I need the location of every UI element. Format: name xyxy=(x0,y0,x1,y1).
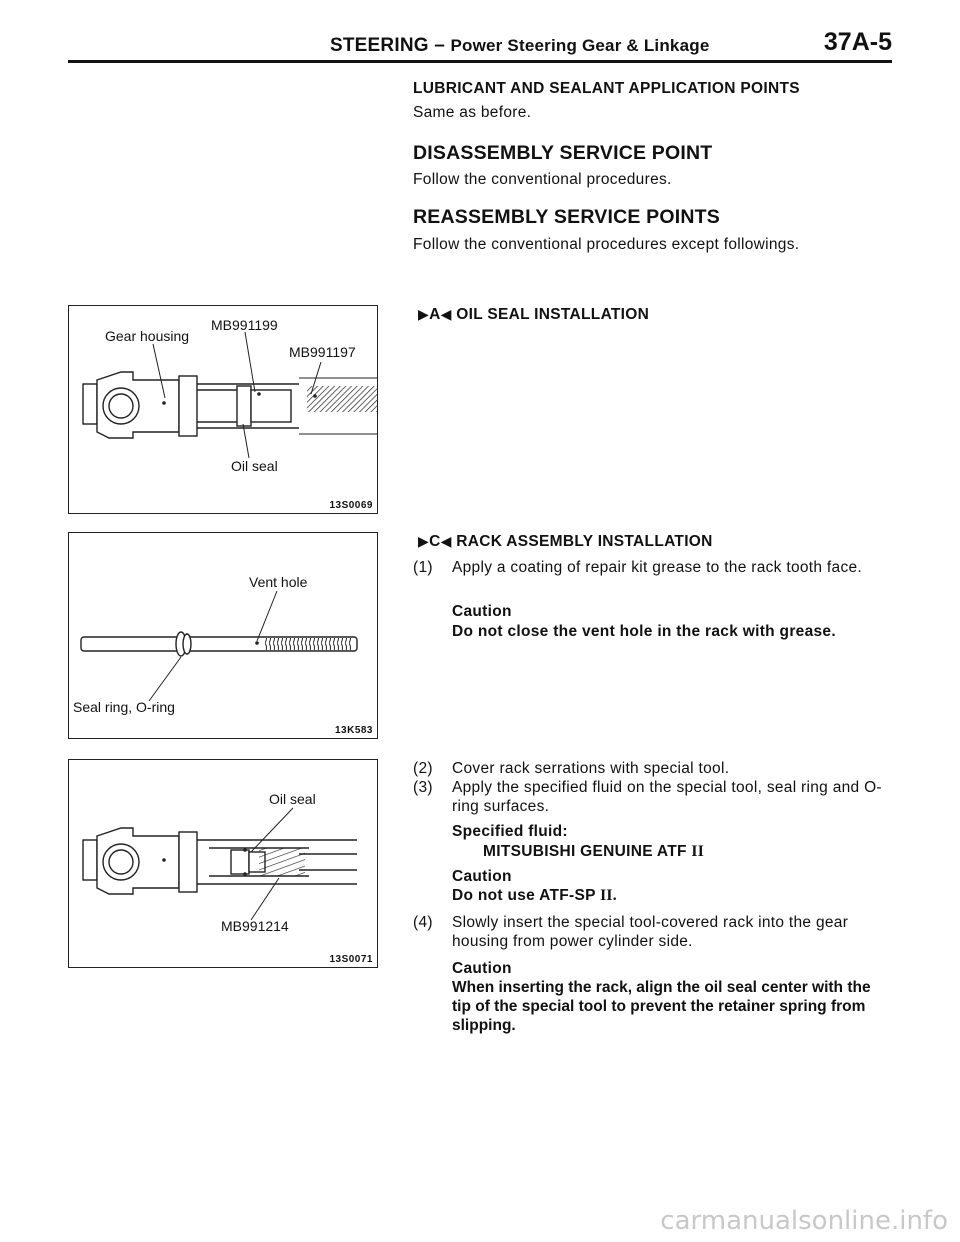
caution-label: Caution xyxy=(452,868,512,885)
fluid-name: MITSUBISHI GENUINE ATF xyxy=(483,843,687,860)
serration-hatch xyxy=(307,386,377,412)
label-mb991197: MB991197 xyxy=(289,344,356,360)
label-vent-hole: Vent hole xyxy=(249,574,308,590)
marker-right-icon: ▶ xyxy=(418,533,430,549)
step-number: (3) xyxy=(413,779,433,796)
fluid-value: MITSUBISHI GENUINE ATF II xyxy=(483,842,704,861)
section-c-title: RACK ASSEMBLY INSTALLATION xyxy=(456,533,713,550)
label-gear-housing: Gear housing xyxy=(105,328,190,344)
label-oil-seal: Oil seal xyxy=(231,458,278,474)
lubricant-heading: LUBRICANT AND SEALANT APPLICATION POINTS xyxy=(413,80,800,97)
label-mb991214: MB991214 xyxy=(221,918,289,934)
marker-left-icon: ◀ xyxy=(440,533,452,549)
caution-main: Do not use ATF-SP xyxy=(452,887,596,904)
page-number: 37A-5 xyxy=(823,28,892,56)
watermark: carmanualsonline.info xyxy=(660,1206,948,1236)
label-seal-ring: Seal ring, O-ring xyxy=(73,699,175,715)
step-text: Apply a coating of repair kit grease to … xyxy=(452,559,863,576)
marker-right-icon: ▶ xyxy=(418,306,430,322)
step-2: (2) Cover rack serrations with special t… xyxy=(413,759,891,778)
disassembly-heading: DISASSEMBLY SERVICE POINT xyxy=(413,142,713,164)
figure-rack-insertion: Oil seal MB991214 13S0071 xyxy=(68,759,378,968)
figure-code: 13S0069 xyxy=(329,500,373,511)
caution-text: Do not use ATF-SP II. xyxy=(452,886,617,905)
insertion-diagram xyxy=(82,807,357,921)
section-a-title: OIL SEAL INSTALLATION xyxy=(456,306,650,323)
step-number: (1) xyxy=(413,559,433,576)
figure-code: 13S0071 xyxy=(329,954,373,965)
section-a-heading: ▶A◀ OIL SEAL INSTALLATION xyxy=(418,306,649,324)
reassembly-text: Follow the conventional procedures excep… xyxy=(413,236,800,253)
step-1: (1) Apply a coating of repair kit grease… xyxy=(413,558,891,577)
fluid-roman: II xyxy=(691,843,705,860)
step-text: Apply the specified fluid on the special… xyxy=(452,779,882,815)
lubricant-text: Same as before. xyxy=(413,104,532,121)
step-number: (4) xyxy=(413,914,433,931)
caution-label: Caution xyxy=(452,960,512,977)
header-dash: – xyxy=(434,35,445,56)
section-name: STEERING xyxy=(330,35,429,56)
step-text: Slowly insert the special tool-covered r… xyxy=(452,914,849,950)
marker-left-icon: ◀ xyxy=(440,306,452,322)
step-4: (4) Slowly insert the special tool-cover… xyxy=(413,913,891,951)
section-c-heading: ▶C◀ RACK ASSEMBLY INSTALLATION xyxy=(418,533,713,551)
fluid-label: Specified fluid: xyxy=(452,823,568,840)
figure-oil-seal-installation: Gear housing MB991199 MB991197 Oil seal … xyxy=(68,305,378,514)
step-text: Cover rack serrations with special tool. xyxy=(452,760,730,777)
step-number: (2) xyxy=(413,760,433,777)
figure-rack-assembly: Vent hole Seal ring, O-ring 13K583 xyxy=(68,532,378,739)
figure-code: 13K583 xyxy=(334,725,373,736)
page-header: STEERING – Power Steering Gear & Linkage… xyxy=(68,26,892,63)
rack-teeth xyxy=(265,638,351,650)
marker-letter: A xyxy=(429,306,441,323)
reassembly-heading: REASSEMBLY SERVICE POINTS xyxy=(413,206,720,228)
section-title: STEERING – Power Steering Gear & Linkage xyxy=(330,35,709,57)
label-mb991199: MB991199 xyxy=(211,317,278,333)
marker-letter: C xyxy=(429,533,441,550)
step-3: (3) Apply the specified fluid on the spe… xyxy=(413,778,891,816)
caution-text: When inserting the rack, align the oil s… xyxy=(452,979,871,1034)
caution-roman: II. xyxy=(600,887,617,904)
tool-hatch xyxy=(259,848,305,876)
rack-diagram xyxy=(80,590,358,702)
caution-label: Caution xyxy=(452,603,512,620)
section-subtitle: Power Steering Gear & Linkage xyxy=(450,36,710,55)
label-oil-seal: Oil seal xyxy=(269,791,316,807)
disassembly-text: Follow the conventional procedures. xyxy=(413,171,672,188)
caution-text: Do not close the vent hole in the rack w… xyxy=(452,623,836,640)
oil-seal-diagram xyxy=(82,331,377,459)
